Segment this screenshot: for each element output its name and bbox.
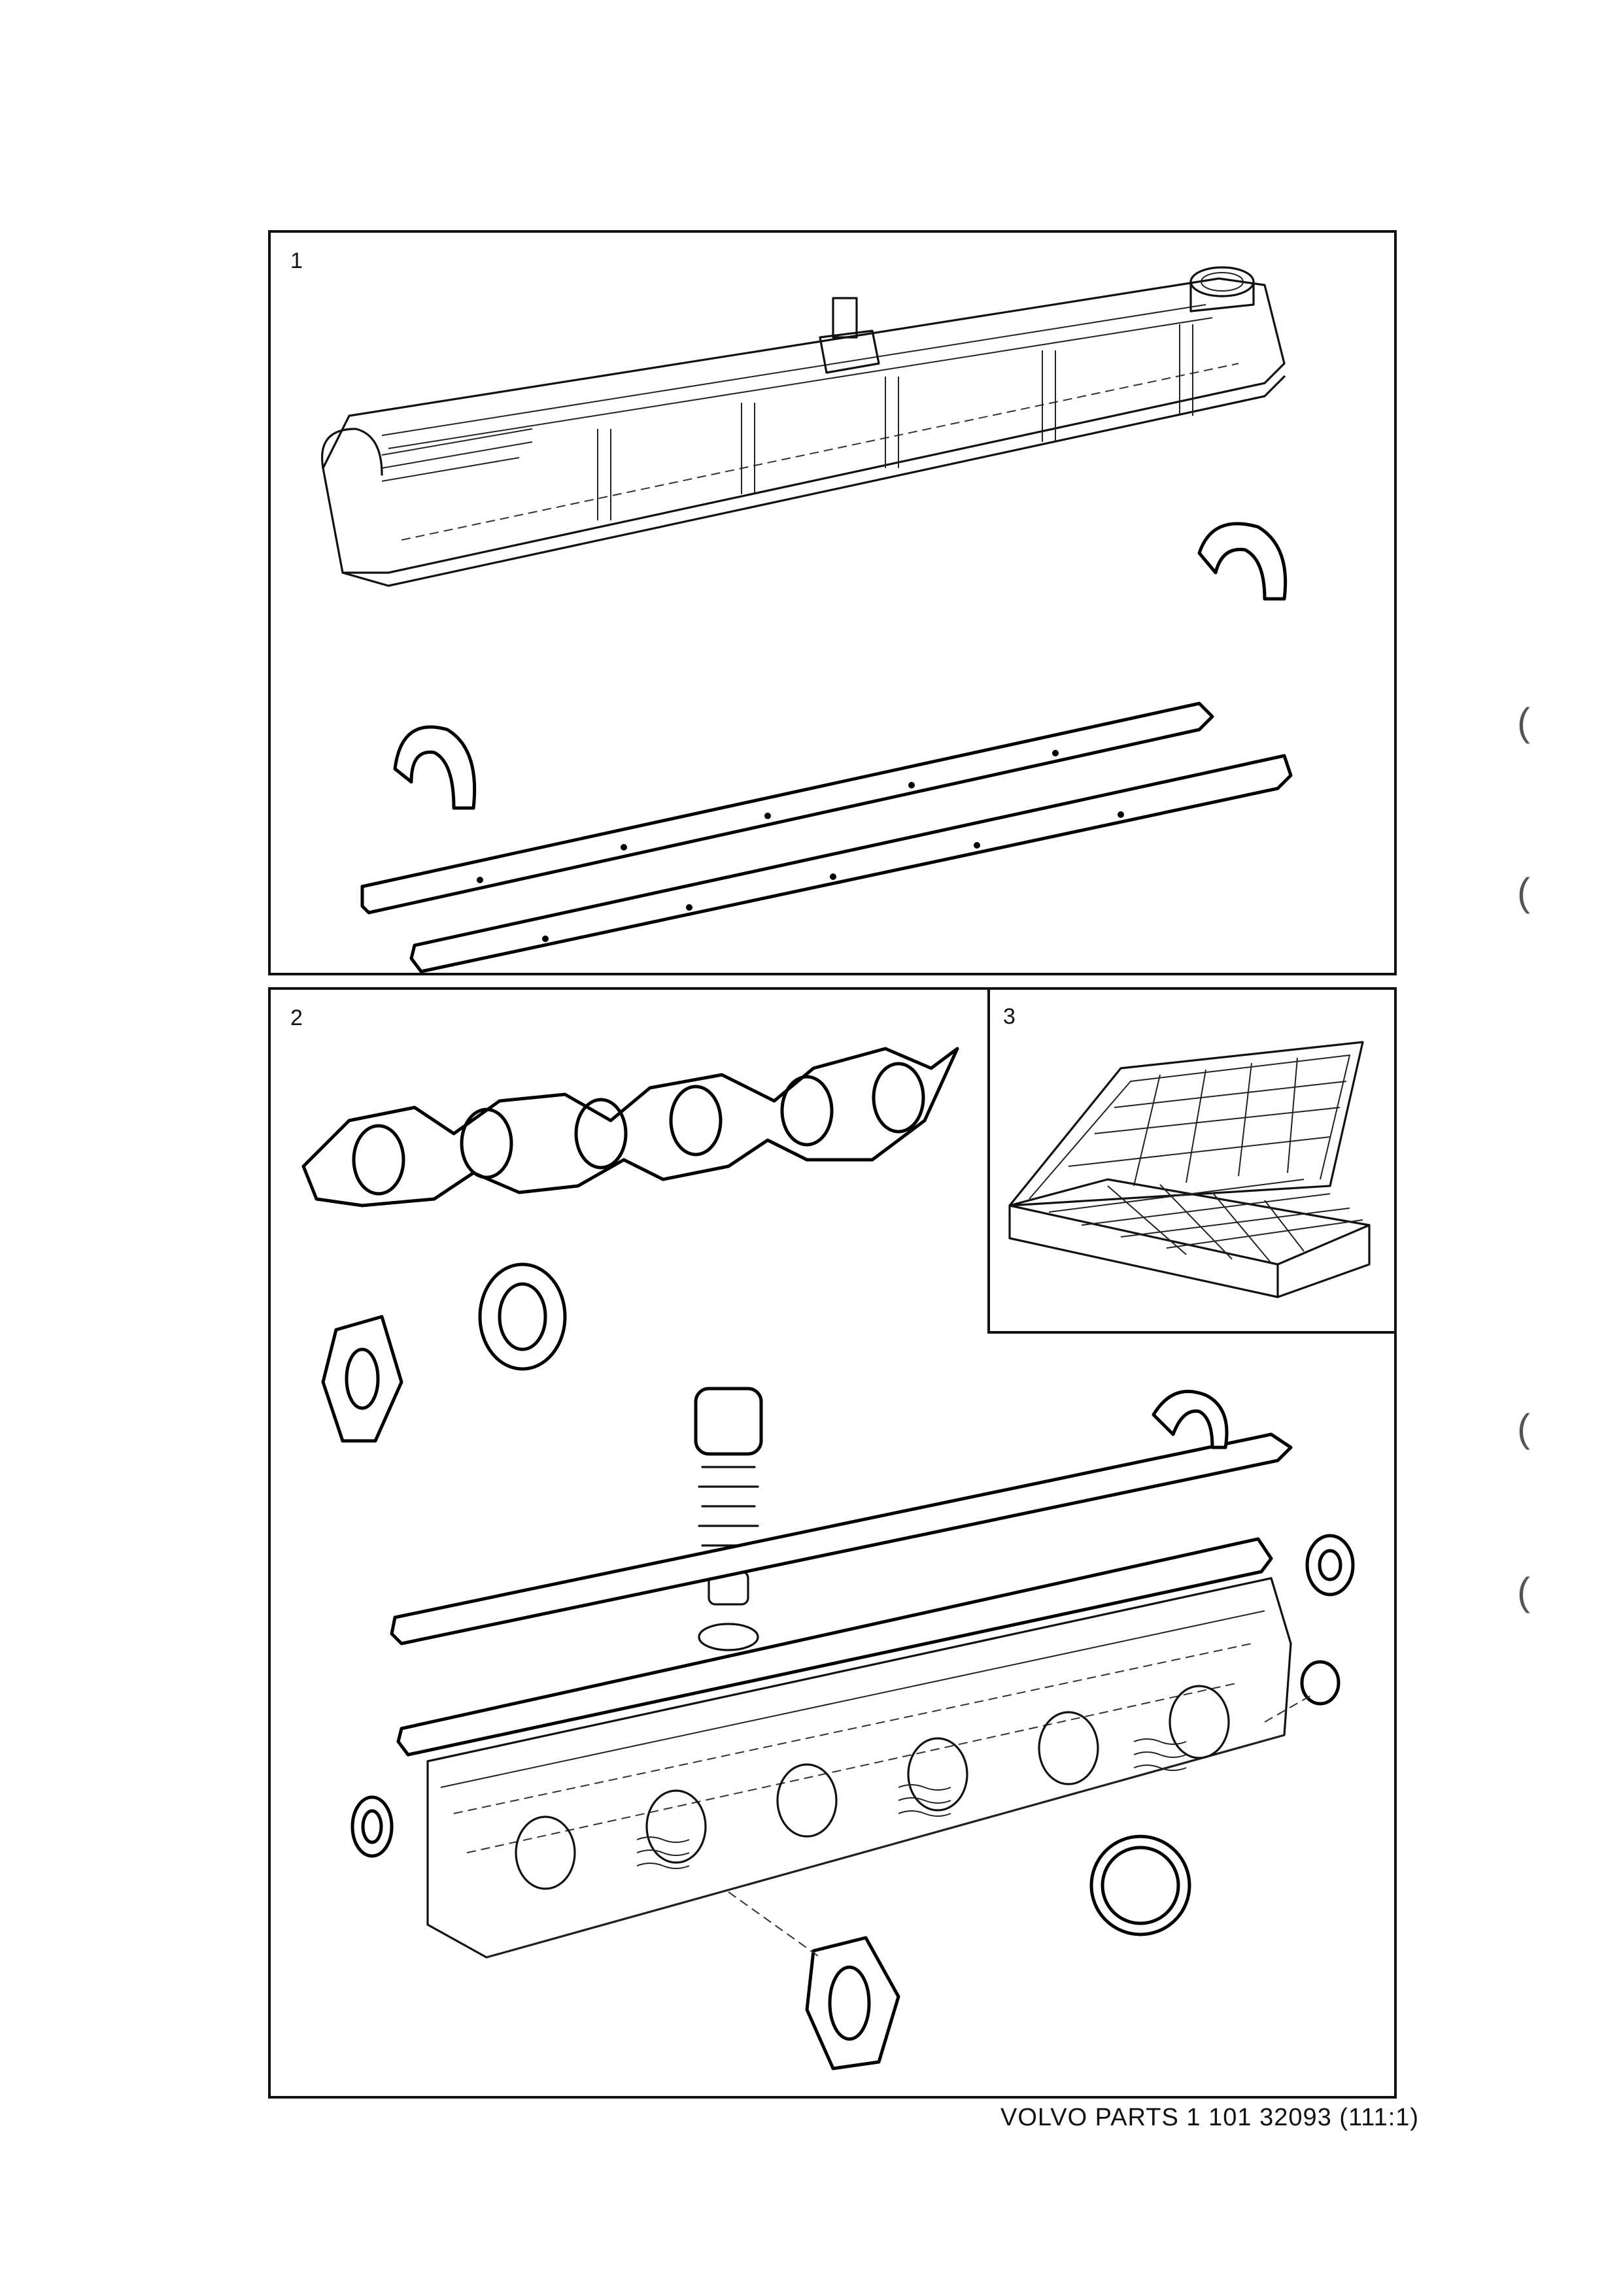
margin-mark: ( xyxy=(1517,870,1530,914)
part-number-caption: VOLVO PARTS 1 101 32093 (111:1) xyxy=(1000,2104,1420,2131)
storage-box-illustration xyxy=(1008,1041,1371,1298)
panel-1: 1 xyxy=(268,230,1397,975)
margin-mark: ( xyxy=(1517,1570,1530,1613)
margin-mark: ( xyxy=(1517,1406,1530,1450)
panel-2-number: 2 xyxy=(290,1005,303,1030)
panel-3-number: 3 xyxy=(1003,1004,1016,1029)
margin-mark: ( xyxy=(1517,700,1530,744)
cylinder-head-illustration xyxy=(301,1047,1355,2070)
valve-cover-illustration xyxy=(321,266,1293,973)
panel-1-number: 1 xyxy=(290,248,303,273)
panel-3: 3 xyxy=(987,987,1397,1334)
